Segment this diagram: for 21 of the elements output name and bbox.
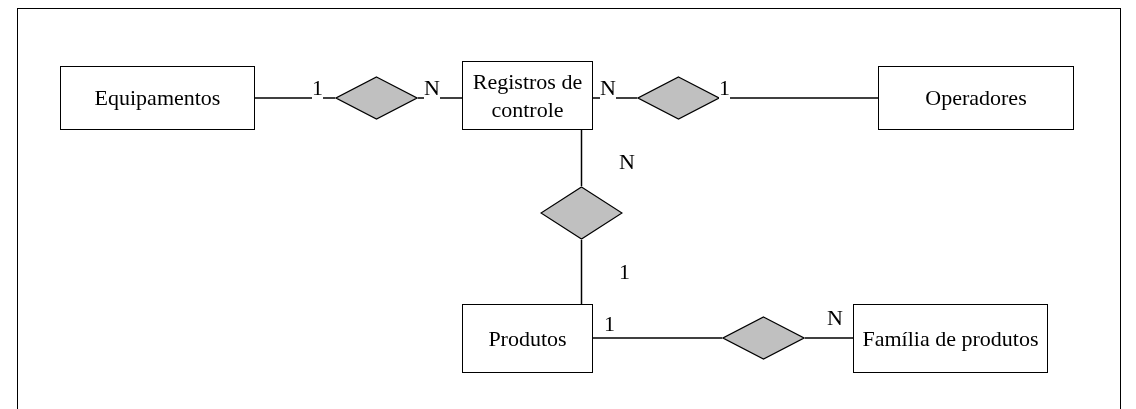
entity-name: Registros de controle [471, 67, 584, 124]
connector-line [804, 337, 854, 339]
connector-line [592, 97, 638, 99]
relationship-diamond [722, 316, 805, 360]
entity-box [462, 61, 593, 130]
connector-line [580, 239, 583, 305]
entity-name: Equipamentos [94, 84, 221, 112]
relationship-diamond [335, 76, 418, 120]
entity-name: Produtos [488, 324, 567, 353]
connector-line [592, 337, 723, 339]
connector-line [254, 97, 336, 99]
entity-box [853, 304, 1048, 373]
entity-name: Operadores [925, 84, 1027, 112]
entity-name: Família de produtos [862, 324, 1039, 353]
connector-line [580, 129, 583, 187]
entity-box [60, 66, 255, 130]
entity-box [878, 66, 1074, 130]
relationship-diamond [540, 186, 623, 240]
entity-box [462, 304, 593, 373]
connector-line [417, 97, 463, 99]
relationship-diamond [637, 76, 720, 120]
